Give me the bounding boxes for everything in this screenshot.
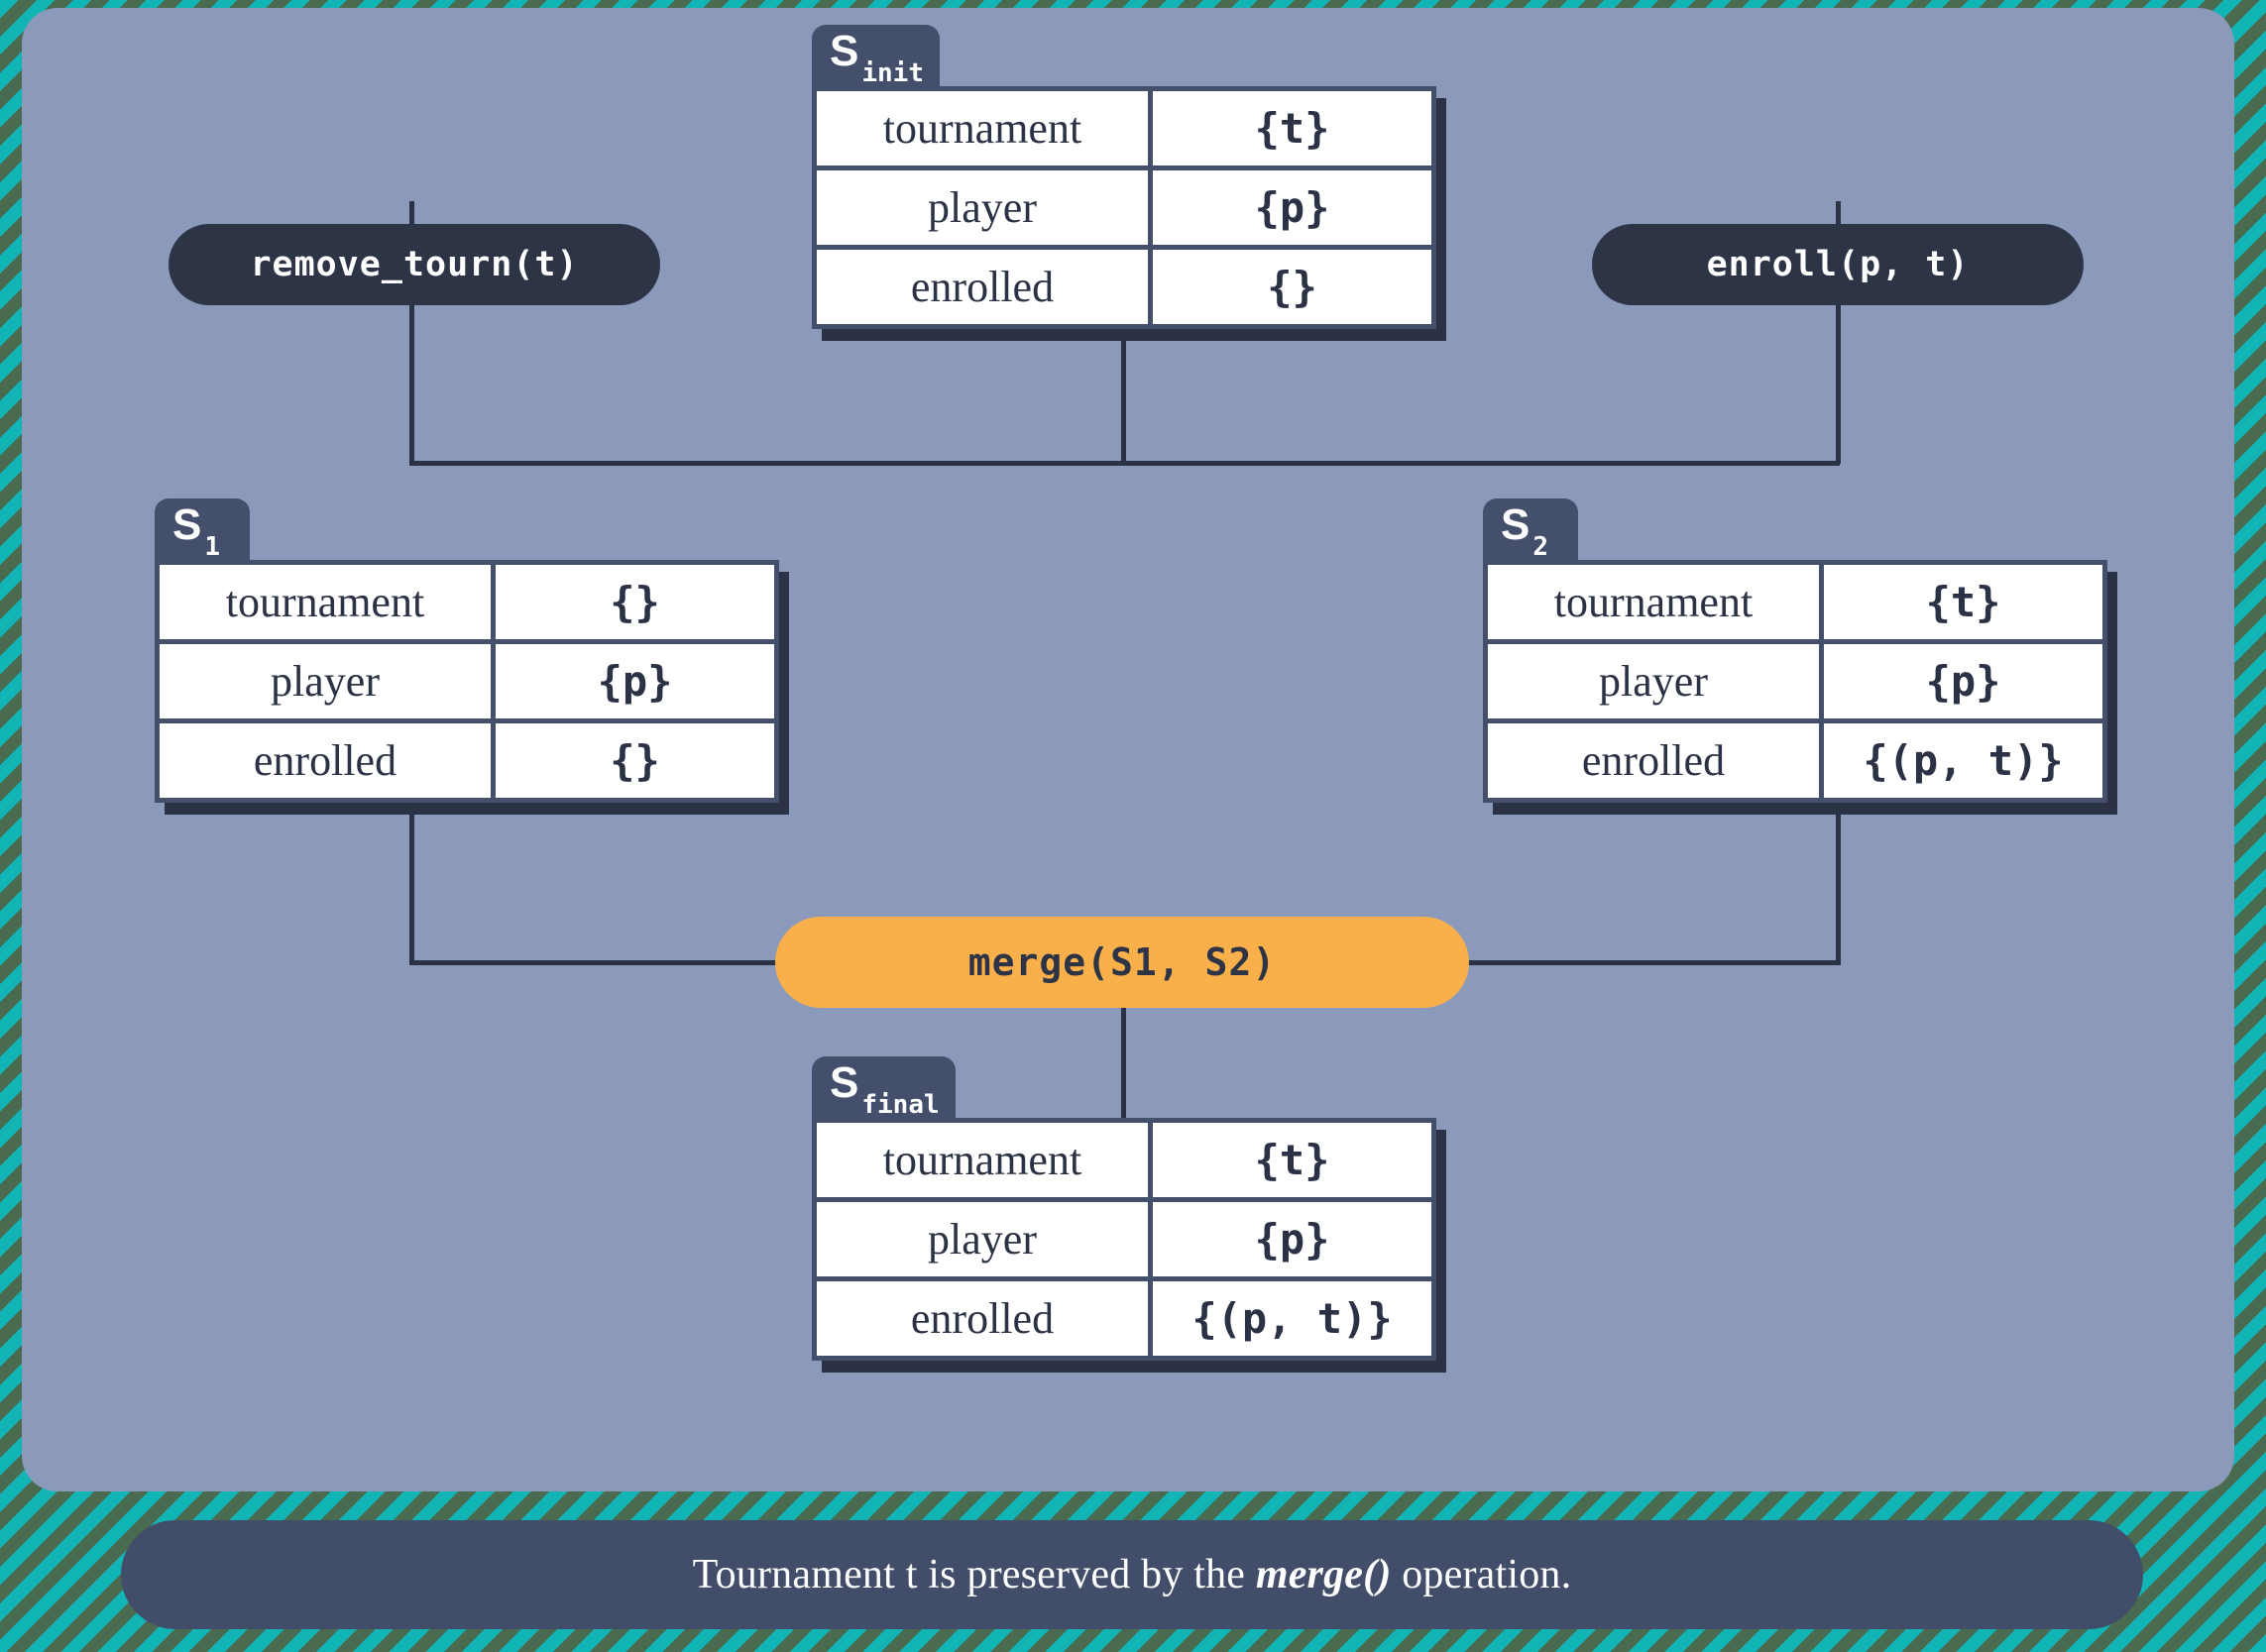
diagram-panel: S init tournament {t} player {p} enrolle… [22, 8, 2234, 1491]
connector-merge-down [1121, 999, 1126, 1118]
caption-prefix: Tournament t is preserved by the [692, 1552, 1256, 1597]
table-row: enrolled {(p, t)} [817, 1281, 1431, 1356]
state-label-main: S [830, 27, 859, 75]
state-label-main: S [172, 500, 202, 549]
row-key: tournament [1488, 565, 1819, 639]
connector-init-down [1121, 290, 1126, 464]
row-key: enrolled [817, 250, 1148, 324]
row-key: enrolled [160, 723, 491, 798]
state-table-init: tournament {t} player {p} enrolled {} [812, 86, 1436, 329]
row-key: tournament [817, 91, 1148, 165]
table-row: player {p} [160, 644, 774, 718]
operation-remove-tourn[interactable]: remove_tourn(t) [169, 224, 660, 305]
state-label-main: S [1501, 500, 1530, 549]
table-row: enrolled {} [817, 250, 1431, 324]
table-row: player {p} [1488, 644, 2102, 718]
row-value: {} [1153, 250, 1431, 324]
operation-label: remove_tourn(t) [250, 245, 579, 284]
row-key: player [160, 644, 491, 718]
table-row: tournament {} [160, 565, 774, 639]
caption-bar: Tournament t is preserved by the merge()… [121, 1520, 2143, 1629]
caption-emphasis: merge() [1255, 1552, 1392, 1597]
state-label-init: S init [812, 25, 940, 90]
row-value: {p} [1153, 170, 1431, 245]
caption-text: Tournament t is preserved by the merge()… [693, 1551, 1572, 1598]
connector-left-branch [409, 201, 414, 464]
row-key: enrolled [1488, 723, 1819, 798]
operation-label: enroll(p, t) [1706, 245, 1970, 284]
state-table-s1: tournament {} player {p} enrolled {} [155, 560, 779, 803]
connector-s1-to-merge [409, 960, 806, 965]
row-value: {} [496, 723, 774, 798]
row-value: {t} [1824, 565, 2102, 639]
row-value: {t} [1153, 91, 1431, 165]
state-label-s1: S 1 [155, 498, 250, 564]
row-key: player [817, 1202, 1148, 1276]
table-row: enrolled {(p, t)} [1488, 723, 2102, 798]
operation-enroll[interactable]: enroll(p, t) [1592, 224, 2084, 305]
state-label-sub: init [861, 58, 924, 88]
connector-bus-horizontal [409, 461, 1840, 466]
state-label-sub: final [861, 1090, 940, 1120]
table-row: player {p} [817, 1202, 1431, 1276]
caption-suffix: operation. [1391, 1552, 1572, 1597]
row-value: {p} [1153, 1202, 1431, 1276]
operation-label: merge(S1, S2) [967, 940, 1277, 984]
connector-right-branch [1836, 201, 1841, 464]
state-label-sub: 2 [1532, 532, 1549, 562]
state-label-main: S [830, 1058, 859, 1107]
state-table-s2: tournament {t} player {p} enrolled {(p, … [1483, 560, 2107, 803]
state-table-final: tournament {t} player {p} enrolled {(p, … [812, 1118, 1436, 1361]
table-row: enrolled {} [160, 723, 774, 798]
row-value: {(p, t)} [1153, 1281, 1431, 1356]
state-label-sub: 1 [204, 532, 221, 562]
row-value: {p} [496, 644, 774, 718]
row-key: player [1488, 644, 1819, 718]
row-value: {t} [1153, 1123, 1431, 1197]
row-key: enrolled [817, 1281, 1148, 1356]
table-row: tournament {t} [817, 1123, 1431, 1197]
state-label-final: S final [812, 1056, 956, 1122]
state-label-s2: S 2 [1483, 498, 1578, 564]
table-row: tournament {t} [1488, 565, 2102, 639]
row-value: {(p, t)} [1824, 723, 2102, 798]
row-key: tournament [160, 565, 491, 639]
row-value: {p} [1824, 644, 2102, 718]
row-key: player [817, 170, 1148, 245]
operation-merge[interactable]: merge(S1, S2) [775, 917, 1469, 1008]
row-key: tournament [817, 1123, 1148, 1197]
table-row: player {p} [817, 170, 1431, 245]
connector-s2-to-merge [1454, 960, 1841, 965]
table-row: tournament {t} [817, 91, 1431, 165]
row-value: {} [496, 565, 774, 639]
